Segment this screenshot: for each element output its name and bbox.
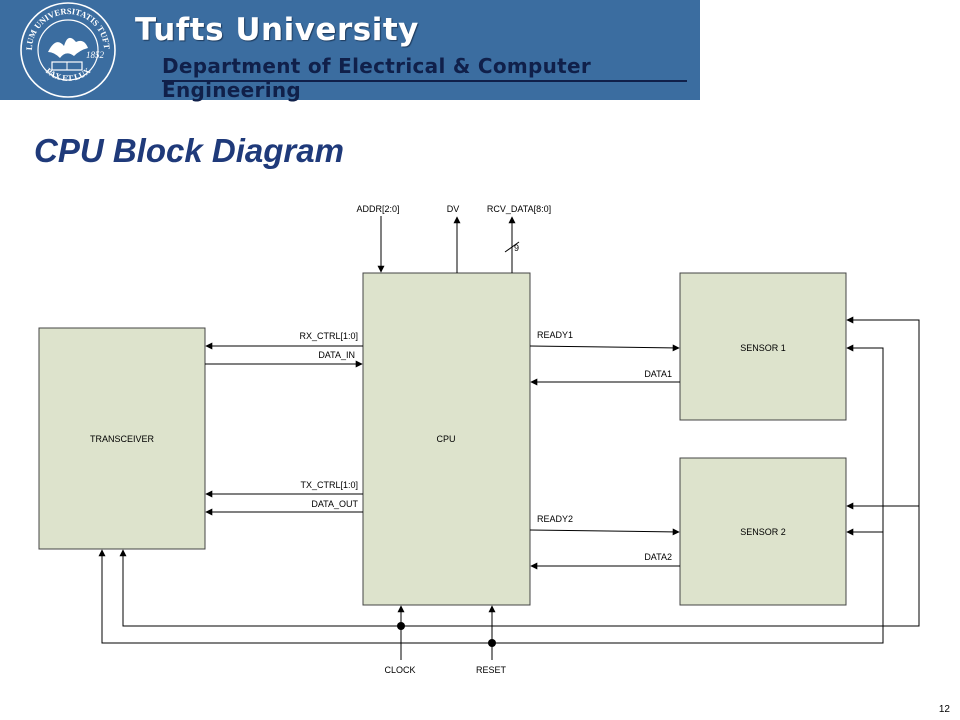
dv-signal: DV [447, 204, 461, 273]
tx-ctrl-signal: TX_CTRL[1:0] [205, 480, 363, 498]
sensor2-label: SENSOR 2 [740, 527, 786, 537]
header-banner: SIGILLUM UNIVERSITATIS TUFTENSIS PAX ET … [0, 0, 700, 102]
reset-label: RESET [476, 665, 507, 675]
sensor2-block: SENSOR 2 [679, 457, 847, 606]
sensor1-block: SENSOR 1 [679, 272, 847, 421]
rx-ctrl-signal: RX_CTRL[1:0] [205, 331, 363, 350]
data1-signal: DATA1 [530, 369, 680, 386]
cpu-block: CPU [362, 272, 531, 606]
ready2-label: READY2 [537, 514, 573, 524]
clock-junction [397, 622, 405, 630]
bus-width-label: 9 [514, 243, 519, 253]
ready1-signal: READY1 [529, 330, 680, 352]
university-seal-icon: SIGILLUM UNIVERSITATIS TUFTENSIS PAX ET … [18, 0, 116, 98]
data1-label: DATA1 [644, 369, 672, 379]
data2-label: DATA2 [644, 552, 672, 562]
sensor1-label: SENSOR 1 [740, 343, 786, 353]
department-name: Department of Electrical & Computer Engi… [162, 54, 592, 102]
reset-junction [488, 639, 496, 647]
addr-label: ADDR[2:0] [356, 204, 399, 214]
transceiver-block: TRANSCEIVER [38, 327, 206, 550]
reset-net: RESET [98, 344, 884, 675]
addr-signal: ADDR[2:0] [356, 204, 400, 273]
tx-ctrl-label: TX_CTRL[1:0] [300, 480, 358, 490]
rx-ctrl-label: RX_CTRL[1:0] [299, 331, 358, 341]
page-number: 12 [938, 704, 950, 715]
cpu-label: CPU [436, 434, 455, 444]
rcv-data-signal: RCV_DATA[8:0] 9 [487, 204, 551, 273]
clock-label: CLOCK [384, 665, 415, 675]
dv-label: DV [447, 204, 460, 214]
ready1-label: READY1 [537, 330, 573, 340]
transceiver-label: TRANSCEIVER [90, 434, 155, 444]
svg-text:1852: 1852 [86, 50, 105, 60]
data-in-label: DATA_IN [318, 350, 355, 360]
data-out-signal: DATA_OUT [205, 499, 363, 516]
data-out-label: DATA_OUT [311, 499, 358, 509]
data2-signal: DATA2 [530, 552, 680, 570]
data-in-signal: DATA_IN [205, 350, 363, 368]
university-name: Tufts University [135, 12, 419, 48]
slide-title: CPU Block Diagram [34, 132, 344, 169]
department-underline [162, 80, 687, 82]
ready2-signal: READY2 [529, 514, 680, 536]
rcv-data-label: RCV_DATA[8:0] [487, 204, 551, 214]
